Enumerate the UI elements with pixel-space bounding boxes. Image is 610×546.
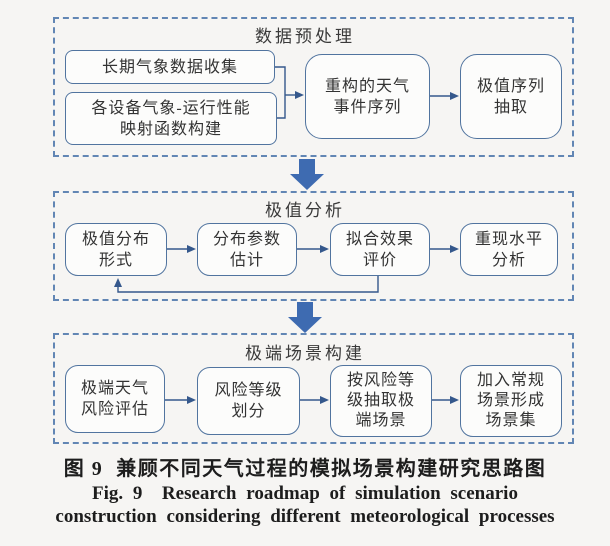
block-arrow-section1-to-section2	[290, 159, 324, 190]
section-data-preprocessing	[53, 17, 574, 157]
node-form-scenario-set: 加入常规 场景形成 场景集	[460, 365, 562, 437]
node-reconstructed-weather-series: 重构的天气 事件序列	[305, 54, 430, 139]
node-return-level-analysis: 重现水平 分析	[460, 223, 558, 276]
node-risk-level-classification: 风险等级 划分	[197, 367, 300, 435]
figure-caption-en-line1: Fig. 9 Research roadmap of simulation sc…	[92, 483, 518, 504]
section-title-extreme-scenario-construction: 极端场景构建	[245, 344, 365, 363]
block-arrow-section2-to-section3	[288, 302, 322, 333]
node-extreme-distribution-form: 极值分布 形式	[65, 223, 167, 276]
node-extreme-sequence-extraction: 极值序列 抽取	[460, 54, 562, 139]
node-extreme-weather-risk-assessment: 极端天气 风险评估	[65, 365, 165, 433]
section-extreme-scenario-construction	[53, 333, 574, 444]
figure-caption-zh: 图 9 兼顾不同天气过程的模拟场景构建研究思路图	[63, 458, 547, 480]
node-long-term-data-collection: 长期气象数据收集	[65, 50, 275, 84]
section-title-data-preprocessing: 数据预处理	[255, 27, 355, 46]
figure-caption-en-line2: construction considering different meteo…	[55, 506, 555, 527]
node-device-mapping-function: 各设备气象-运行性能 映射函数构建	[65, 92, 277, 145]
node-distribution-parameter-estimation: 分布参数 估计	[197, 223, 297, 276]
node-extract-extreme-scenarios: 按风险等 级抽取极 端场景	[330, 365, 432, 437]
node-fitting-effect-evaluation: 拟合效果 评价	[330, 223, 430, 276]
section-title-extreme-value-analysis: 极值分析	[265, 201, 345, 220]
figure-caption: 图 9 兼顾不同天气过程的模拟场景构建研究思路图 Fig. 9 Research…	[0, 456, 610, 528]
section-extreme-value-analysis	[53, 191, 574, 301]
